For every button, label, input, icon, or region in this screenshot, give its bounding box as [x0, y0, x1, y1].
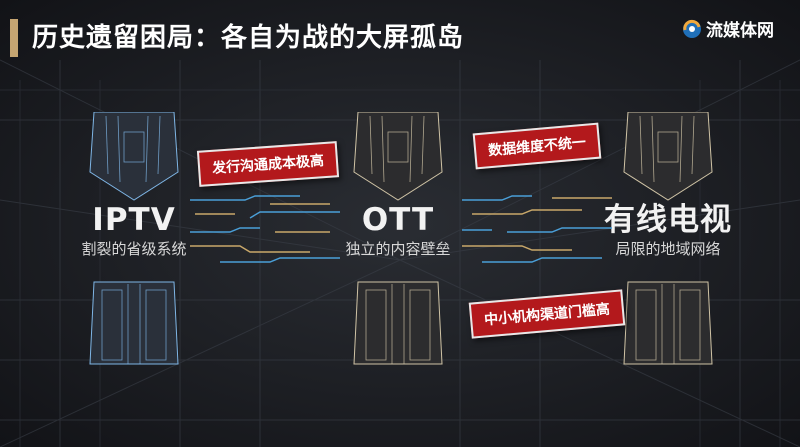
pillar-name: OTT	[361, 202, 435, 238]
pillar-name: IPTV	[92, 202, 176, 238]
pillar-name: 有线电视	[604, 202, 732, 238]
connector-lines-right	[462, 195, 612, 263]
brand-logo: 流媒体网	[682, 16, 774, 41]
iptv-building-bottom	[89, 281, 179, 365]
logo-text: 流媒体网	[706, 21, 774, 41]
cable-building-bottom	[623, 281, 713, 365]
iptv-building-top	[89, 112, 179, 201]
pillar-ott: OTT 独立的内容壁垒	[314, 203, 482, 259]
cable-building-top	[623, 112, 713, 201]
ott-building-bottom	[353, 281, 443, 365]
pillar-subtitle: 独立的内容壁垒	[345, 240, 451, 258]
pillar-iptv: IPTV 割裂的省级系统	[50, 203, 218, 259]
ott-building-top	[353, 112, 443, 201]
connector-lines-left	[190, 195, 340, 263]
page-title: 历史遗留困局：各自为战的大屏孤岛	[32, 23, 465, 53]
logo-swirl-icon	[683, 19, 701, 38]
pillar-subtitle: 局限的地域网络	[615, 240, 721, 258]
pillar-cable-tv: 有线电视 局限的地域网络	[584, 203, 752, 259]
title-accent-bar	[10, 19, 18, 57]
pillar-subtitle: 割裂的省级系统	[81, 240, 187, 258]
